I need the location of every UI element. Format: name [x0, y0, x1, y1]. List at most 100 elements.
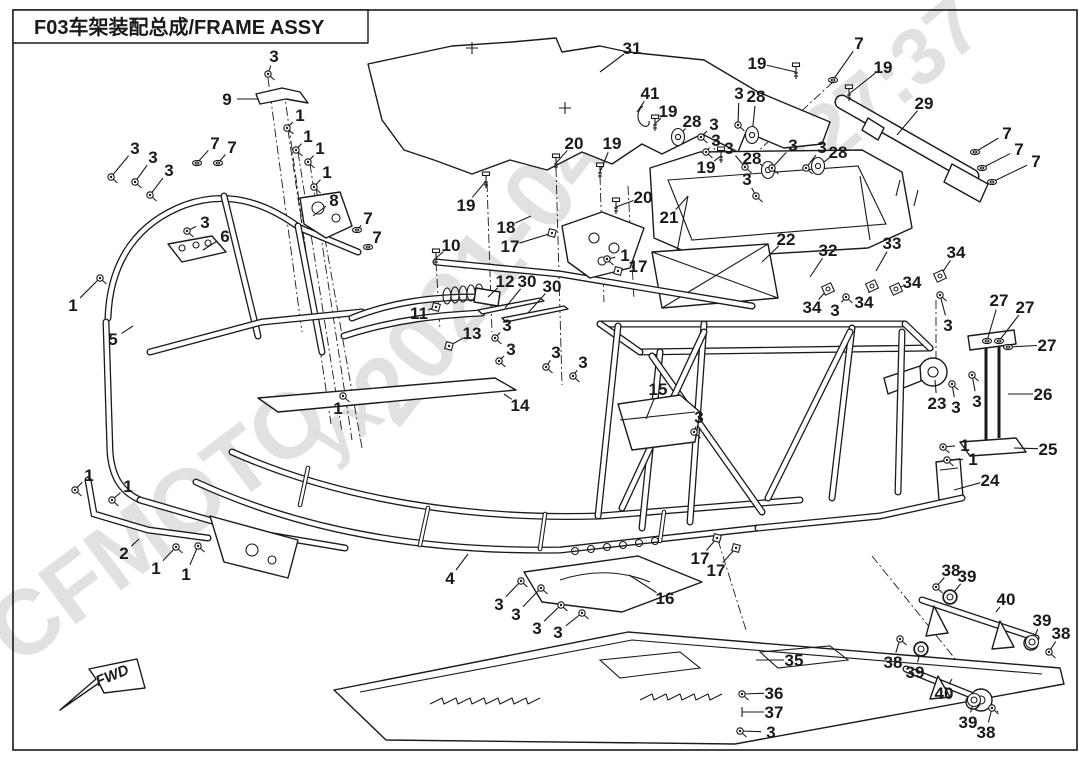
callout-label-7: 7: [1014, 140, 1023, 159]
callout-label-34: 34: [855, 293, 874, 312]
glyph-shape: [946, 593, 954, 601]
leader-line: [809, 258, 823, 278]
mount-glyph: [670, 127, 686, 147]
glyph-shape: [972, 150, 978, 154]
glyph-shape: [716, 146, 726, 152]
longbolt-glyph: [595, 162, 605, 179]
callout-label-1: 1: [968, 450, 977, 469]
callout-label-7: 7: [363, 209, 372, 228]
ln-shape: [151, 196, 157, 202]
callout-label-3: 3: [130, 139, 139, 158]
ln-shape: [608, 260, 614, 266]
callout-label-40: 40: [935, 684, 954, 703]
leader-line: [761, 245, 780, 263]
ln-shape: [901, 640, 907, 646]
ln-shape: [639, 693, 723, 701]
leader-line: [636, 100, 645, 113]
callout-label-1: 1: [333, 399, 342, 418]
ln-shape: [199, 547, 205, 553]
leader-line: [875, 251, 888, 272]
leader-line: [599, 53, 625, 73]
glyphF-shape: [285, 126, 289, 130]
strip-30b: [501, 305, 569, 323]
callout-label-7: 7: [372, 228, 381, 247]
glyphF-shape: [754, 194, 758, 198]
leader-line: [130, 538, 140, 547]
ln-shape: [847, 298, 853, 304]
callout-label-1: 1: [303, 127, 312, 146]
ln-shape: [522, 582, 528, 588]
tube-29-fitting: [943, 163, 989, 203]
callout-label-3: 3: [724, 139, 733, 158]
ln-shape: [757, 197, 763, 203]
bolt-glyph: [194, 542, 205, 553]
glyphF-shape: [559, 603, 563, 607]
washer-glyph: [986, 178, 998, 186]
callout-label-3: 3: [972, 392, 981, 411]
callout-label-39: 39: [959, 713, 978, 732]
bushing-glyph: [966, 692, 982, 708]
bracket-6: [167, 235, 227, 263]
glyphF-shape: [950, 382, 954, 386]
callout-label-3: 3: [943, 316, 952, 335]
callout-label-3: 3: [164, 161, 173, 180]
tubeIn-shape: [103, 319, 143, 503]
callout-label-3: 3: [709, 115, 718, 134]
ln-shape: [895, 179, 919, 207]
leader-line: [628, 574, 657, 594]
callout-label-30: 30: [518, 272, 537, 291]
glyphF-shape: [148, 193, 152, 197]
glyphF-shape: [715, 536, 719, 540]
callout-label-34: 34: [903, 273, 922, 292]
glyph-shape: [354, 228, 360, 232]
callout-label-28: 28: [829, 143, 848, 162]
glyph-shape: [595, 162, 605, 168]
leader-line: [79, 277, 101, 299]
ln-shape: [948, 461, 954, 467]
leader-line: [504, 288, 522, 309]
clamp-glyph: [864, 279, 880, 293]
tubeS-shape: [297, 465, 667, 552]
leader-line: [121, 325, 134, 335]
nut-glyph: [547, 228, 557, 238]
callout-label-4: 4: [445, 569, 455, 588]
ln-shape: [245, 543, 259, 557]
callout-label-1: 1: [84, 466, 93, 485]
plate-shape: [929, 675, 951, 700]
callout-label-26: 26: [1034, 385, 1053, 404]
bolt-glyph: [741, 163, 752, 174]
leader-line: [953, 482, 981, 491]
callout-label-20: 20: [565, 134, 584, 153]
glyph-shape: [431, 248, 441, 254]
callout-label-3: 3: [578, 353, 587, 372]
callout-label-3: 3: [494, 595, 503, 614]
glyphF-shape: [970, 373, 974, 377]
ln-shape: [178, 244, 186, 252]
clamp-glyph: [932, 269, 948, 283]
leader-line: [981, 153, 1011, 169]
leader-line: [599, 152, 609, 173]
callout-label-14: 14: [511, 396, 530, 415]
washer-glyph: [981, 337, 993, 345]
ln-shape: [496, 339, 502, 345]
bolt-glyph: [283, 124, 294, 135]
callout-label-3: 3: [817, 138, 826, 157]
tubeIn-shape: [147, 309, 365, 355]
callout-label-3: 3: [532, 619, 541, 638]
ln-shape: [288, 129, 294, 135]
tubeIn-shape: [221, 193, 261, 339]
glyph-shape: [979, 166, 985, 170]
ln-shape: [574, 377, 580, 383]
leader-line: [615, 199, 634, 208]
bracket-2: [209, 515, 299, 579]
glyphF-shape: [571, 374, 575, 378]
ln-shape: [619, 411, 696, 421]
callout-label-21: 21: [660, 208, 679, 227]
glyphF-shape: [605, 257, 609, 261]
callout-label-3: 3: [711, 131, 720, 150]
leader-line: [896, 110, 918, 136]
callout-label-39: 39: [1033, 611, 1052, 630]
tubeIn-shape: [433, 259, 755, 309]
glyphF-shape: [770, 166, 774, 170]
nut-glyph: [431, 302, 441, 312]
